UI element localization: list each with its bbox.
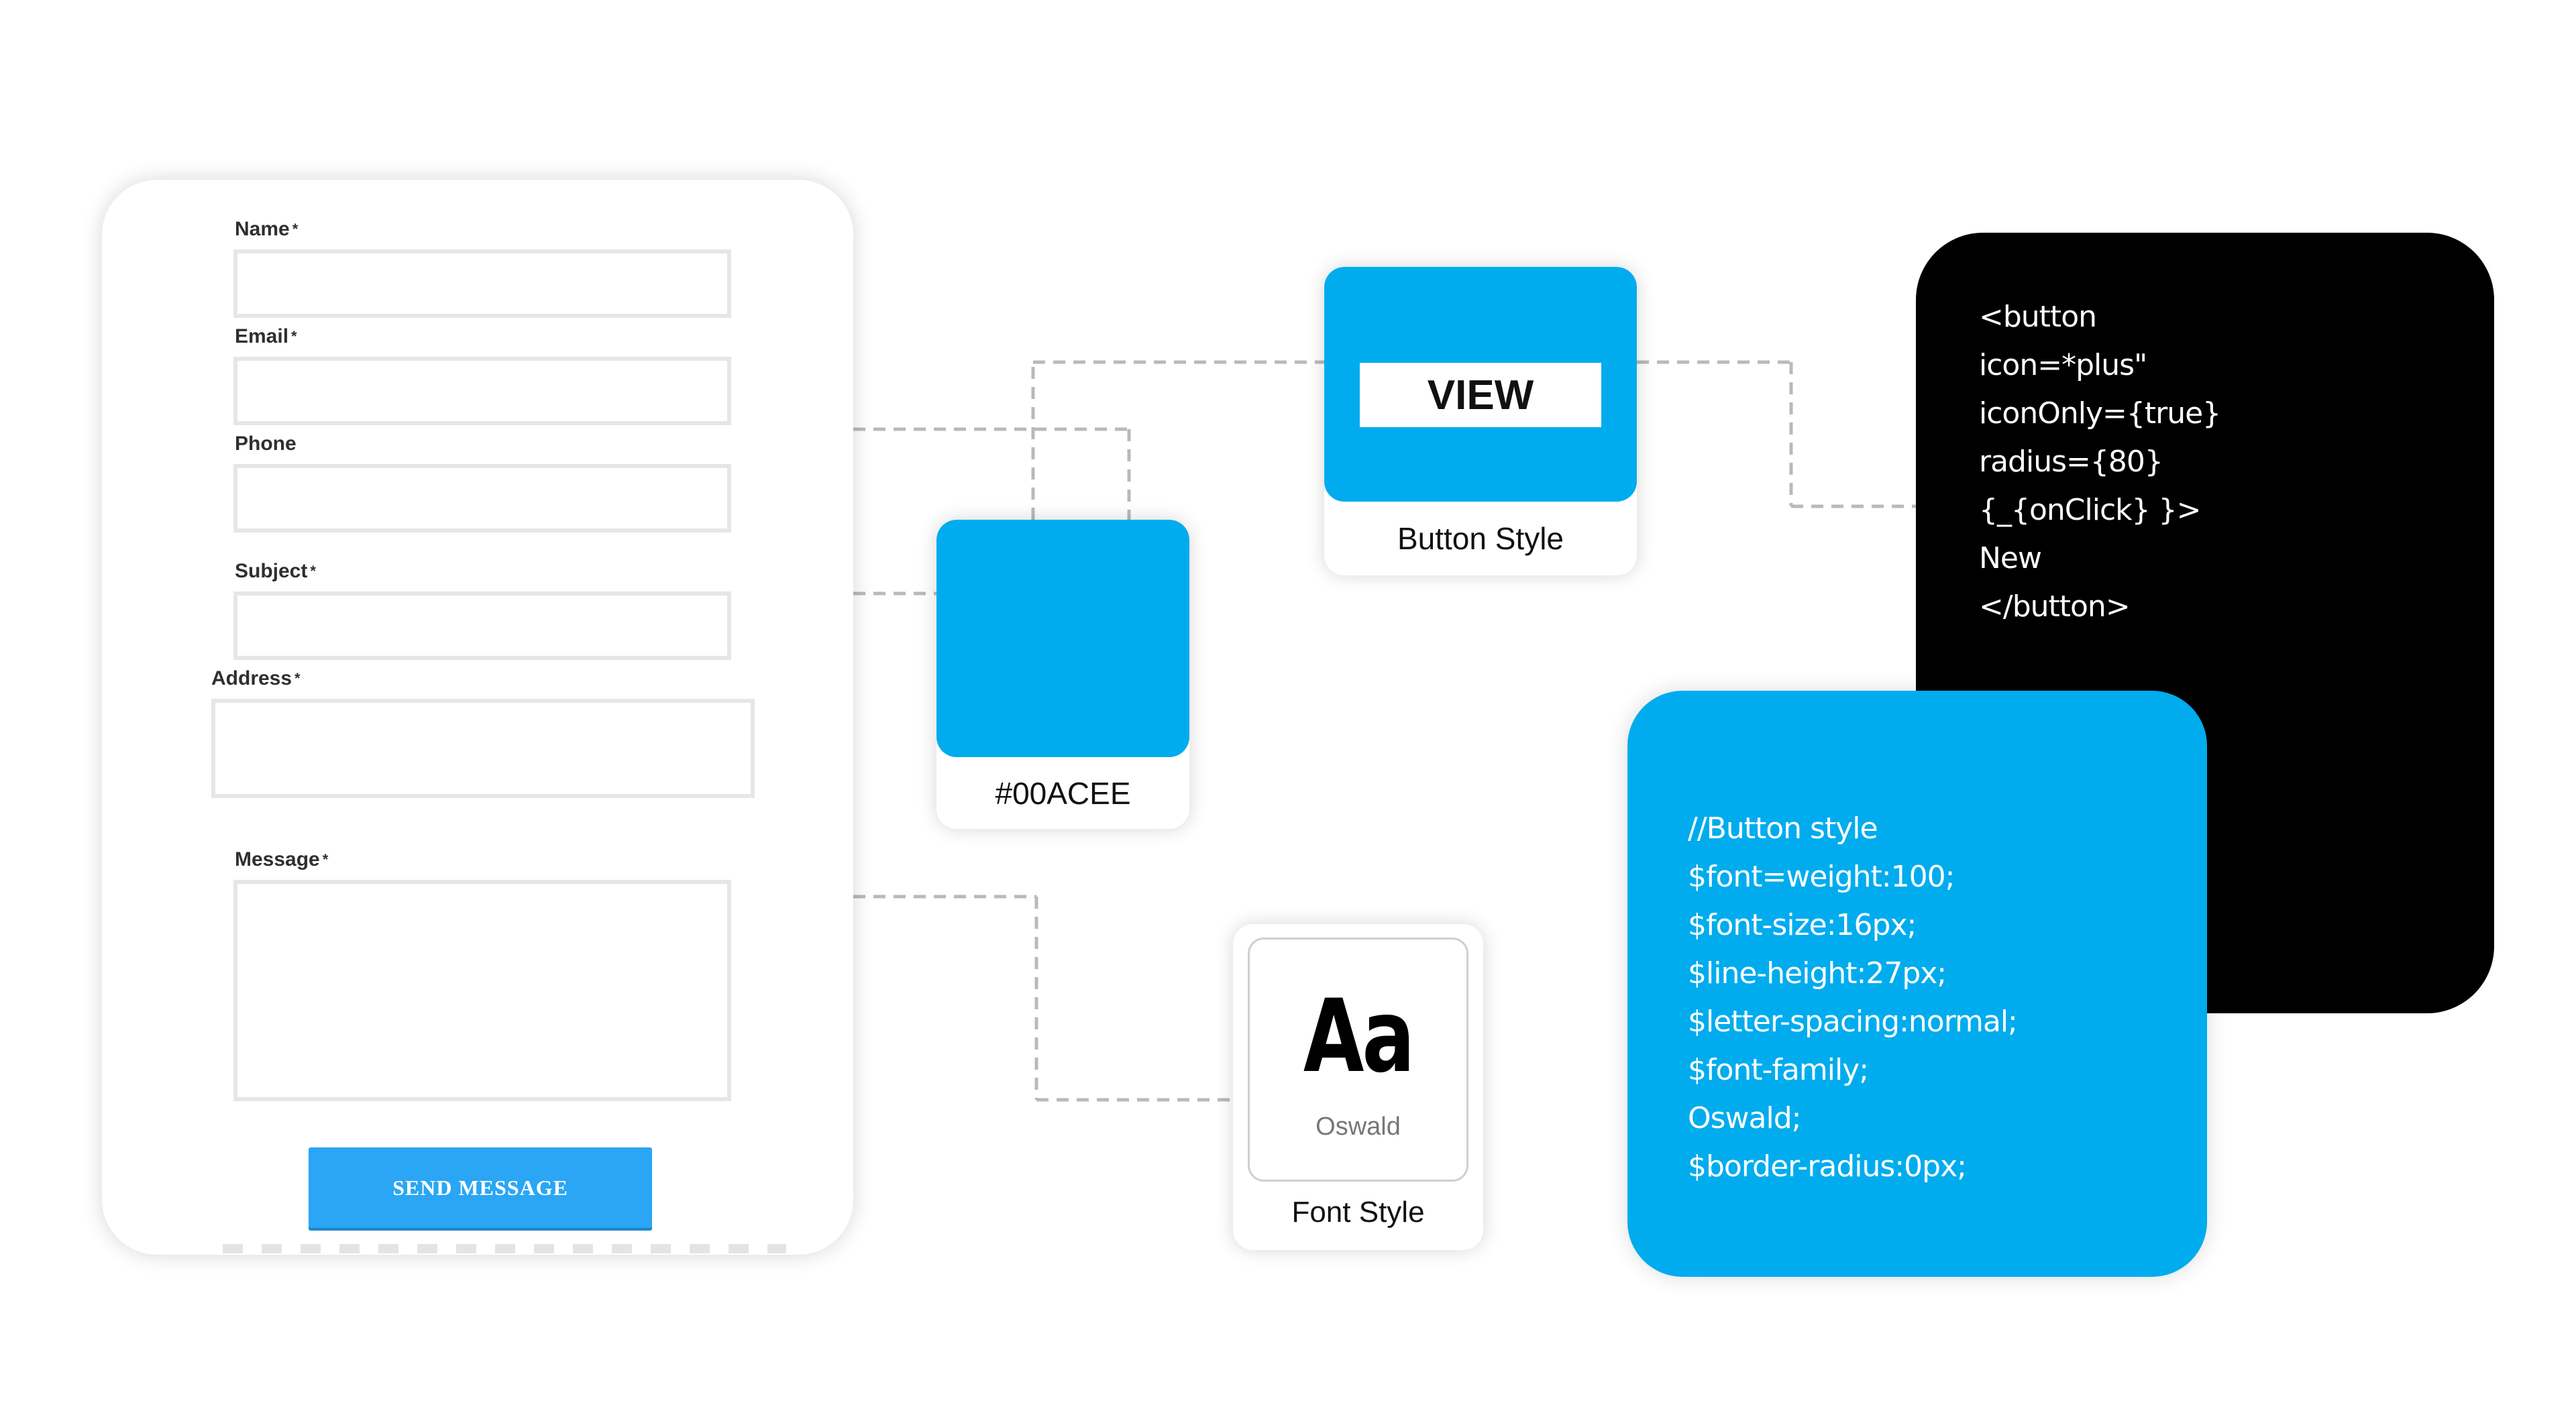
code-line: $font-size:16px; — [1688, 908, 1917, 942]
message-textarea[interactable] — [233, 880, 731, 1101]
code-line: $font=weight:100; — [1688, 860, 1955, 894]
button-style-card: VIEW Button Style — [1324, 267, 1637, 575]
phone-input[interactable] — [233, 464, 731, 532]
message-label: Message* — [235, 848, 328, 872]
email-label-text: Email — [235, 325, 289, 347]
code-line: </button> — [1979, 589, 2131, 624]
message-label-text: Message — [235, 848, 320, 870]
color-swatch — [936, 520, 1189, 757]
send-message-button[interactable]: SEND MESSAGE — [309, 1147, 652, 1228]
code-line: iconOnly={true} — [1979, 396, 2221, 431]
phone-label-text: Phone — [235, 433, 297, 455]
code-line: $border-radius:0px; — [1688, 1149, 1967, 1184]
view-button[interactable]: VIEW — [1360, 363, 1601, 427]
name-label: Name* — [235, 217, 298, 241]
color-swatch-card: #00ACEE — [936, 520, 1189, 829]
code-line: New — [1979, 541, 2042, 575]
code-snippet-blue: //Button style $font=weight:100; $font-siz… — [1627, 691, 2207, 1277]
email-input[interactable] — [233, 357, 731, 425]
subject-label: Subject* — [235, 559, 316, 583]
required-marker: * — [294, 670, 301, 687]
address-label-text: Address — [211, 667, 292, 689]
color-hex-label: #00ACEE — [995, 775, 1131, 811]
phone-label: Phone — [235, 432, 297, 456]
font-preview: Aa Oswald — [1248, 938, 1468, 1182]
code-line: $line-height:27px; — [1688, 956, 1947, 990]
name-label-text: Name — [235, 218, 290, 240]
required-marker: * — [291, 328, 297, 345]
code-line: $font-family; — [1688, 1053, 1869, 1087]
required-marker: * — [322, 851, 329, 868]
address-label: Address* — [211, 667, 301, 691]
code-line: //Button style — [1688, 811, 1878, 846]
code-line: radius={80} — [1979, 445, 2163, 479]
button-style-label: Button Style — [1397, 521, 1564, 556]
font-sample: Aa — [1303, 978, 1415, 1095]
font-style-label: Font Style — [1291, 1196, 1425, 1229]
code-line: <button — [1979, 300, 2097, 334]
form-footer-fade — [223, 1244, 786, 1253]
required-marker: * — [292, 221, 299, 237]
button-style-preview: VIEW — [1324, 267, 1637, 502]
email-label: Email* — [235, 325, 297, 349]
subject-label-text: Subject — [235, 560, 308, 582]
code-line: $letter-spacing:normal; — [1688, 1005, 2018, 1039]
required-marker: * — [310, 563, 316, 579]
subject-input[interactable] — [233, 591, 731, 660]
font-name: Oswald — [1316, 1113, 1401, 1141]
name-input[interactable] — [233, 249, 731, 318]
font-style-card: Aa Oswald Font Style — [1233, 924, 1483, 1250]
address-input[interactable] — [211, 699, 755, 798]
code-line: icon=*plus" — [1979, 348, 2147, 382]
code-line: Oswald; — [1688, 1101, 1801, 1135]
code-line: {_{onClick} }> — [1979, 493, 2201, 527]
